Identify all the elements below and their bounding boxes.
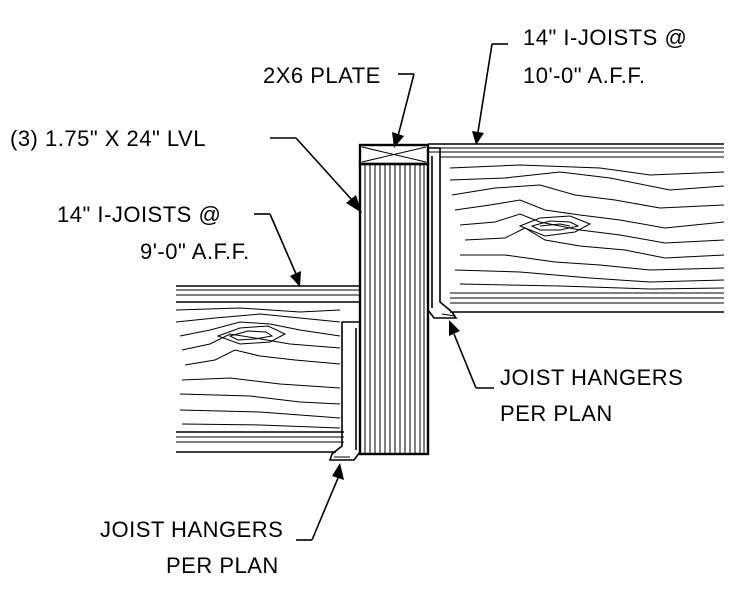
lower-i-joist: [175, 285, 360, 453]
leader-hangers-left: [296, 463, 344, 541]
hangers-right-label-line2: PER PLAN: [500, 401, 613, 426]
joist-hanger-right: [427, 147, 458, 319]
hangers-right-label-line1: JOIST HANGERS: [500, 365, 683, 390]
leader-hangers-right: [449, 320, 494, 389]
hangers-left-label-line2: PER PLAN: [166, 553, 279, 578]
upper-joists-label-line1: 14" I-JOISTS @: [523, 25, 687, 50]
leader-lvl: [270, 137, 362, 213]
leader-upper-joists: [472, 43, 508, 145]
joist-hanger-left: [328, 321, 361, 461]
leader-lower-joists: [254, 213, 301, 287]
leader-plate: [392, 73, 415, 148]
lvl-laminations: [364, 164, 425, 454]
lower-joist-grain: [175, 307, 341, 429]
lower-joists-label-line1: 14" I-JOISTS @: [57, 202, 221, 227]
lvl-label: (3) 1.75" X 24" LVL: [10, 126, 206, 151]
lower-joists-label-line2: 9'-0" A.F.F.: [140, 239, 250, 264]
upper-joist-grain: [449, 164, 725, 290]
hangers-left-label-line1: JOIST HANGERS: [100, 517, 283, 542]
lvl-beam: [358, 162, 430, 456]
plate-label: 2X6 PLATE: [263, 63, 381, 88]
upper-i-joist: [428, 143, 725, 313]
upper-joists-label-line2: 10'-0" A.F.F.: [523, 63, 645, 88]
